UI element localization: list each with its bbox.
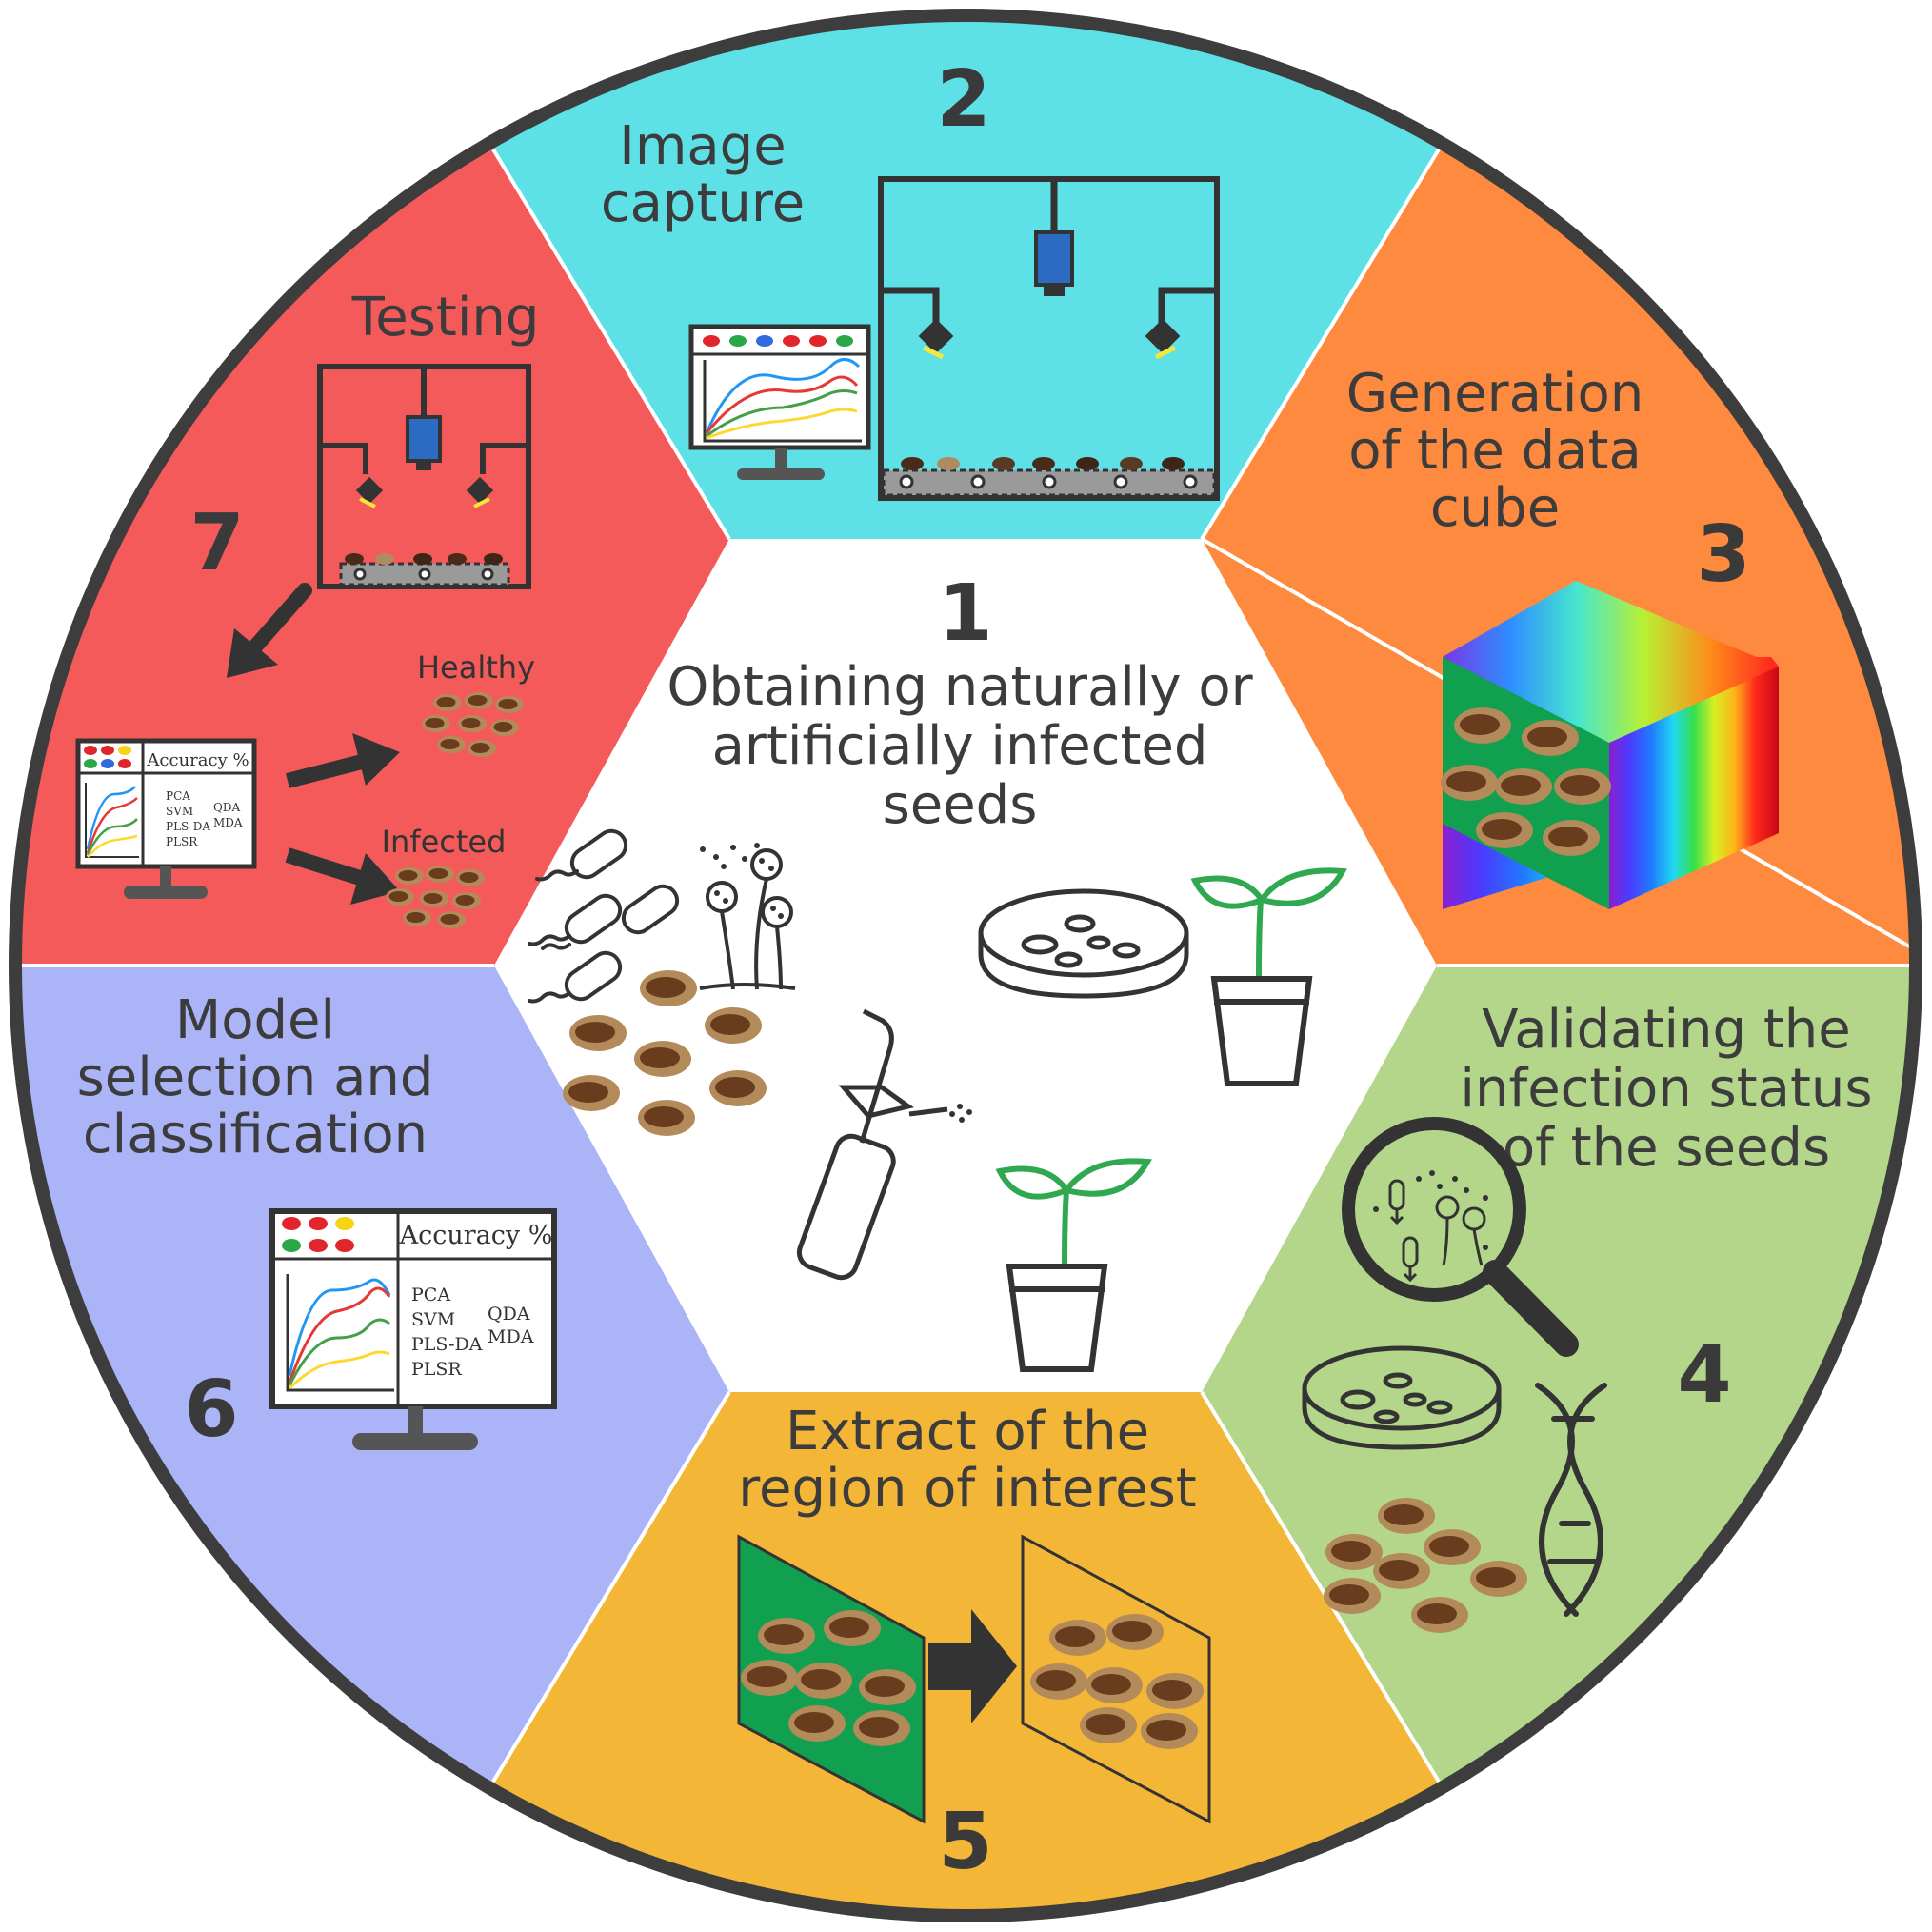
plant-pot-icon — [1190, 867, 1347, 1086]
camera-icon — [406, 415, 442, 470]
infected-label: Infected — [382, 824, 507, 860]
monitor-icon: Accuracy % PCA SVM PLS-DA PLSR QDA MDA — [269, 1208, 557, 1450]
arrow-icon — [227, 583, 312, 678]
segment-step1 — [494, 539, 1437, 1392]
fungus-icon — [699, 843, 796, 990]
step1-group: 1 Obtaining naturally or artificially in… — [528, 568, 1347, 1372]
step3-label-line1: Generation — [1346, 363, 1643, 425]
model-method-1: PCA — [411, 1285, 450, 1305]
arrow-icon — [285, 847, 400, 905]
imaging-chamber — [317, 364, 531, 589]
step5-label-line1: Extract of the — [786, 1401, 1149, 1463]
petri-dish-icon — [978, 888, 1189, 999]
step5-group: Extract of the region of interest 5 — [737, 1401, 1211, 1887]
step6-number: 6 — [184, 1364, 238, 1455]
step1-number: 1 — [938, 568, 992, 659]
step7-group: Testing 7 — [75, 287, 540, 928]
step2-number: 2 — [936, 54, 990, 145]
arrow-icon — [928, 1609, 1017, 1723]
monitor-icon — [688, 324, 871, 480]
step2-label-line2: capture — [601, 172, 805, 234]
step3-label-line2: of the data — [1348, 420, 1642, 482]
imaging-chamber — [878, 176, 1220, 501]
step6-label-line3: classification — [83, 1104, 428, 1165]
testing-accuracy-title: Accuracy % — [146, 750, 249, 770]
testing-method-2: SVM — [166, 805, 193, 818]
model-method-2: SVM — [411, 1309, 455, 1330]
step7-label-line1: Testing — [351, 287, 540, 349]
step7-number: 7 — [189, 498, 244, 588]
outer-ring — [9, 9, 1922, 1922]
testing-method-6: MDA — [213, 816, 243, 829]
model-accuracy-title: Accuracy % — [399, 1221, 553, 1250]
step2-label-line1: Image — [619, 115, 786, 177]
roi-panel — [1021, 1534, 1211, 1824]
plant-pot-icon — [995, 1158, 1152, 1372]
magnifier-icon — [1342, 1117, 1579, 1357]
monitor-icon: Accuracy % PCA SVM PLS-DA PLSR QDA MDA — [75, 738, 257, 899]
step5-label-line2: region of interest — [738, 1458, 1197, 1520]
bacteria-icon — [528, 828, 680, 1004]
step6-group: Model selection and classification 6 Acc… — [77, 989, 557, 1455]
step6-label-line2: selection and — [77, 1046, 434, 1108]
data-cube-icon — [1441, 581, 1779, 909]
step3-group: Generation of the data cube 3 — [1346, 363, 1779, 909]
step4-label-line2: infection status — [1460, 1058, 1872, 1120]
step1-label-line1: Obtaining naturally or — [667, 656, 1253, 718]
step4-number: 4 — [1677, 1330, 1731, 1421]
step5-number: 5 — [938, 1797, 992, 1887]
testing-method-4: PLSR — [166, 835, 198, 848]
step1-label-line2: artificially infected — [712, 715, 1208, 777]
step4-label-line1: Validating the — [1482, 999, 1851, 1061]
model-method-4: PLSR — [411, 1359, 462, 1380]
step4-label-line3: of the seeds — [1503, 1117, 1830, 1179]
model-method-3: PLS-DA — [411, 1334, 483, 1355]
testing-method-3: PLS-DA — [166, 820, 210, 833]
testing-method-1: PCA — [166, 789, 190, 803]
model-method-6: MDA — [488, 1326, 534, 1347]
step3-number: 3 — [1696, 509, 1750, 600]
step1-label-line3: seeds — [883, 774, 1038, 836]
dna-icon — [1535, 1383, 1607, 1617]
model-method-5: QDA — [488, 1304, 530, 1325]
healthy-label: Healthy — [417, 649, 535, 686]
camera-icon — [1034, 230, 1074, 296]
segment-step5 — [493, 1392, 1439, 1782]
petri-dish-icon — [1302, 1345, 1502, 1450]
step6-label-line1: Model — [175, 989, 335, 1051]
arrow-icon — [286, 733, 400, 788]
step2-group: 2 Image capture — [601, 54, 1220, 501]
spray-bottle-icon — [796, 1008, 972, 1281]
step4-group: Validating the infection status of the s… — [1302, 999, 1873, 1633]
testing-method-5: QDA — [213, 801, 240, 814]
step3-label-line3: cube — [1430, 477, 1560, 539]
